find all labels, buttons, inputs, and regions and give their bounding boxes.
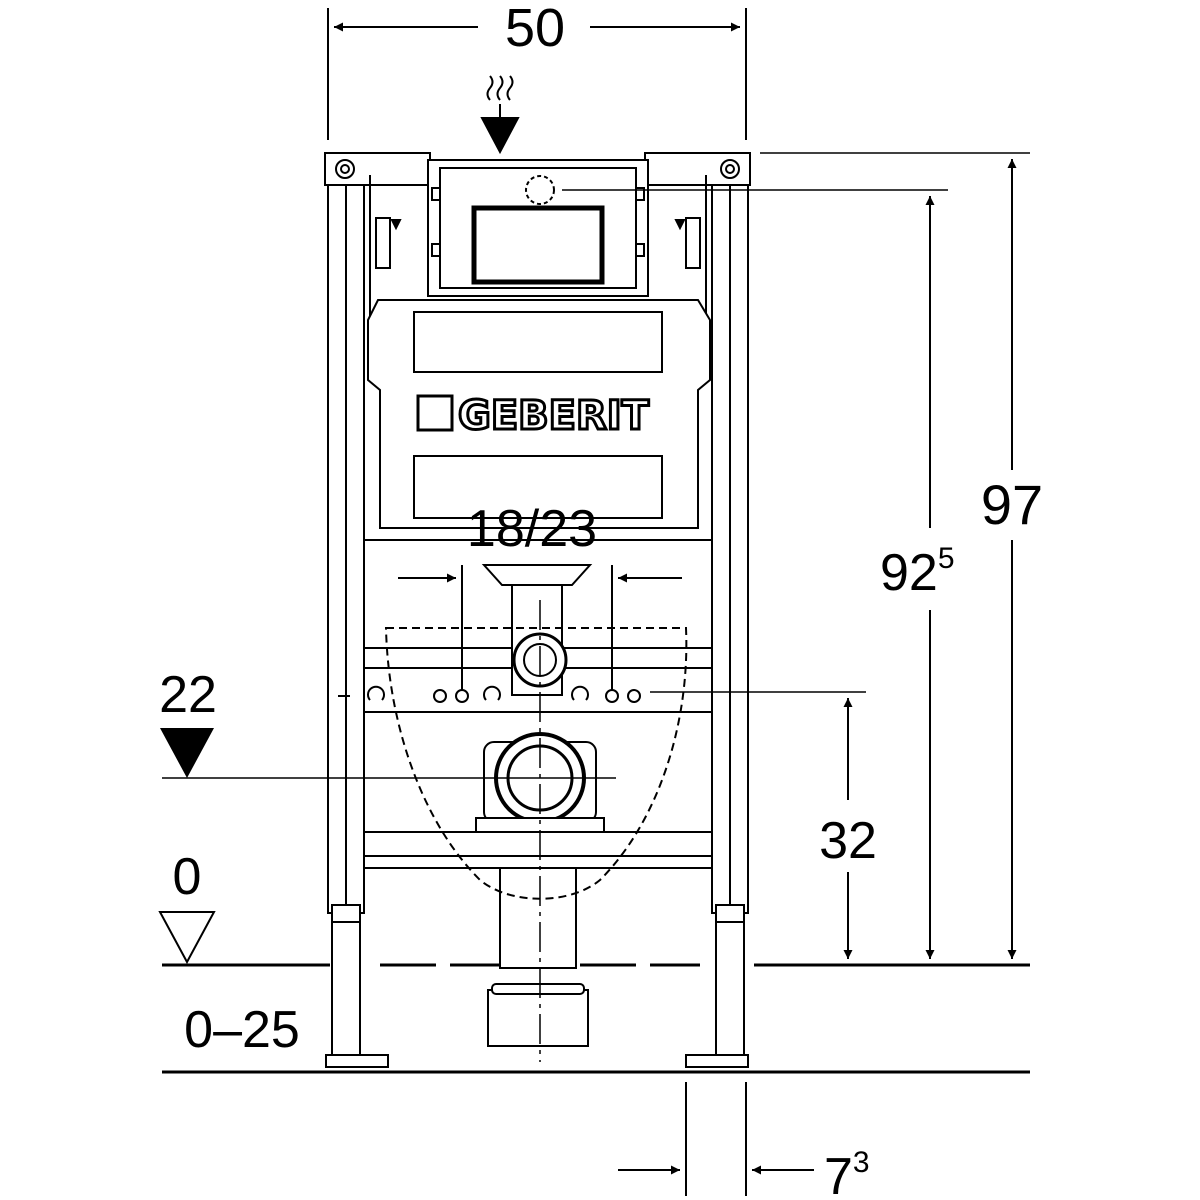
floor-level-label: 0: [173, 848, 202, 906]
inlet-height-main: 92: [880, 544, 938, 602]
foot-offset-label: 73: [824, 1146, 870, 1200]
total-height-label: 97: [981, 473, 1043, 536]
bolt-spacing-dimension: [398, 565, 682, 690]
water-inlet-icon: [480, 75, 520, 155]
geberit-logo: GEBERIT: [416, 392, 651, 441]
drain-height-marker: [160, 728, 214, 778]
cistern: [367, 159, 711, 529]
adjustment-range-label: 0–25: [184, 1001, 300, 1059]
installation-frame: [324, 152, 751, 1068]
inlet-height-sup: 5: [938, 542, 955, 575]
width-label: 50: [505, 0, 565, 58]
bolt-height-label: 32: [819, 812, 877, 870]
drain-connection: [475, 732, 605, 1047]
drain-height-label: 22: [159, 666, 217, 724]
wc-bowl-outline: [384, 627, 688, 900]
floor-lines: [162, 963, 1030, 1074]
inlet-height-label: 925: [880, 542, 955, 602]
floor-level-marker: [158, 911, 216, 965]
foot-offset-sup: 3: [853, 1146, 870, 1179]
center-lines: [162, 152, 1030, 1062]
flush-pipe: [338, 564, 641, 703]
brand-label: GEBERIT: [458, 393, 650, 439]
bolt-spacing-label: 18/23: [467, 500, 597, 558]
foot-offset-main: 7: [824, 1148, 853, 1200]
width-dimension: [327, 8, 747, 140]
foot-offset-dimension: [618, 1082, 814, 1196]
